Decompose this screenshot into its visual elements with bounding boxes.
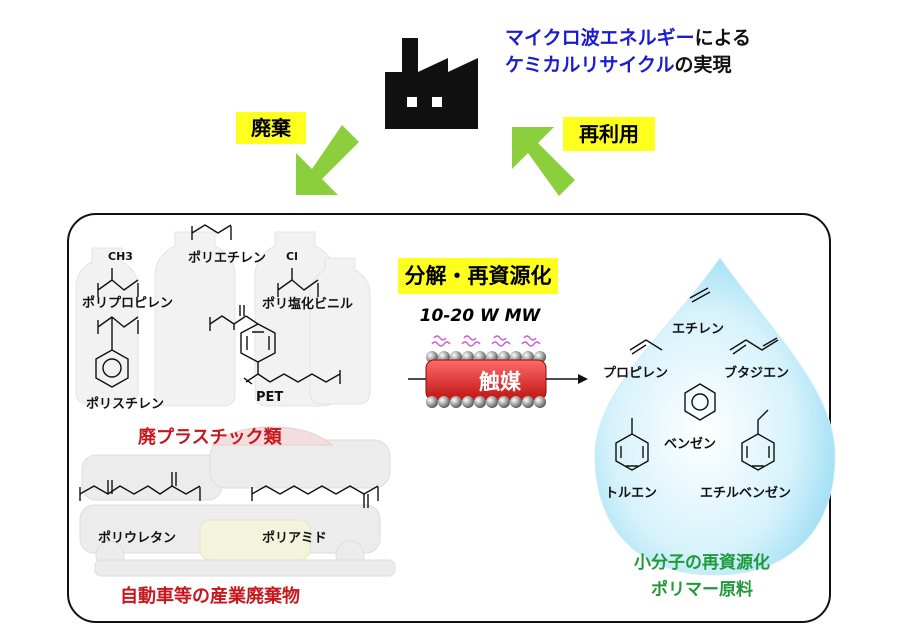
- toluene-label: トルエン: [605, 486, 658, 501]
- ch3-label: CH3: [108, 250, 133, 263]
- pet-structure: [209, 305, 341, 385]
- pvc-label: ポリ塩化ビニル: [262, 297, 354, 312]
- polyamide-label: ポリアミド: [262, 531, 327, 546]
- butadiene-structure: [729, 337, 779, 355]
- ethylbenzene-structure: [741, 409, 775, 471]
- discard-arrow-icon: [296, 125, 359, 195]
- catalyst-label: 触媒: [479, 370, 521, 394]
- polypropylene-label: ポリプロピレン: [82, 296, 174, 311]
- benzene-structure: [684, 383, 716, 421]
- process-title: 分解・再資源化: [398, 258, 558, 294]
- polyethylene-structure: [191, 224, 232, 240]
- bottles-background: [75, 231, 371, 407]
- toluene-structure: [615, 418, 649, 471]
- polystyrene-label: ポリスチレン: [86, 397, 165, 412]
- ethylene-structure: [689, 287, 711, 303]
- butadiene-label: ブタジエン: [724, 366, 790, 381]
- benzene-label: ベンゼン: [664, 437, 717, 452]
- propylene-structure: [629, 339, 663, 355]
- propylene-label: プロピレン: [603, 366, 669, 381]
- polypropylene-structure: [97, 268, 139, 297]
- plastics-caption: 廃プラスチック類: [138, 427, 282, 448]
- microwave-condition: 10-20 W MW: [419, 306, 541, 326]
- pvc-structure: [277, 268, 319, 297]
- products-caption-line-2: ポリマー原料: [651, 580, 753, 600]
- industrial-caption: 自動車等の産業廃棄物: [120, 586, 300, 607]
- polyethylene-label: ポリエチレン: [188, 251, 267, 266]
- polyamide-structure: [251, 485, 379, 508]
- product-drop: [594, 257, 836, 576]
- polyurethane-structure: [79, 472, 201, 501]
- pet-label: PET: [256, 390, 284, 405]
- microwave-wave-icon: [431, 335, 541, 347]
- reuse-arrow-icon: [512, 127, 575, 196]
- catalyst-balls-bottom: [426, 396, 546, 408]
- catalyst-block: [408, 351, 588, 408]
- reuse-label: 再利用: [563, 117, 655, 151]
- cars-background: [79, 426, 396, 577]
- discard-label: 廃棄: [236, 112, 306, 144]
- headline: マイクロ波エネルギーによる ケミカルリサイクルの実現: [505, 25, 751, 79]
- polymer-structures: [79, 224, 379, 508]
- headline-line-1: マイクロ波エネルギーによる: [505, 27, 752, 49]
- polystyrene-structure: [95, 316, 139, 388]
- products-caption-line-1: 小分子の再資源化: [634, 553, 770, 573]
- cl-label: Cl: [286, 250, 298, 263]
- product-structures: [615, 287, 779, 471]
- headline-line-2: ケミカルリサイクルの実現: [505, 54, 732, 76]
- factory-icon: [385, 38, 478, 129]
- polyurethane-label: ポリウレタン: [98, 531, 177, 546]
- ethylene-label: エチレン: [672, 322, 725, 337]
- ethylbenzene-label: エチルベンゼン: [700, 486, 792, 501]
